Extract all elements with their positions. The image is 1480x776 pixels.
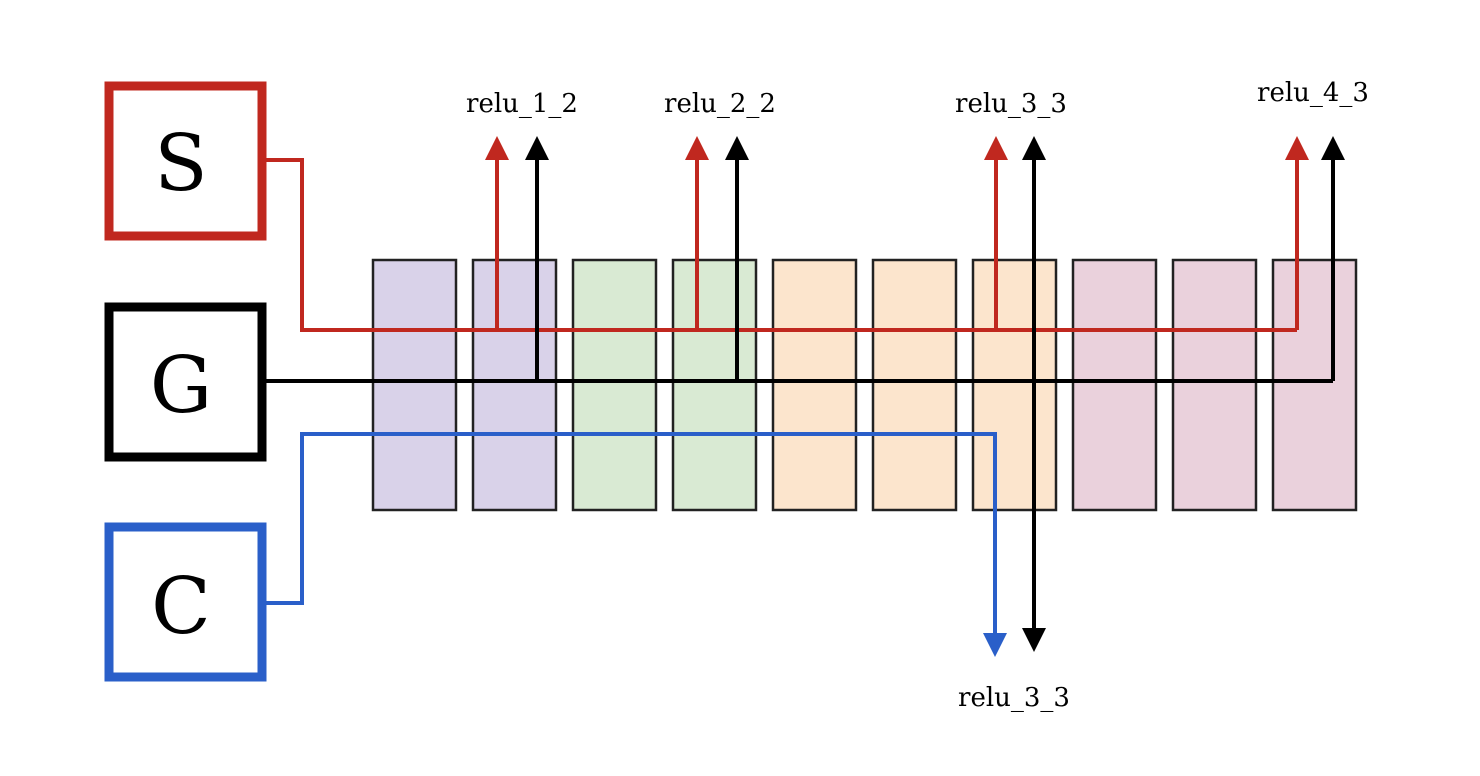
layer-block — [1271, 258, 1358, 512]
layer-block — [1071, 258, 1158, 512]
layer-block — [1171, 258, 1258, 512]
bottom-label-relu-3-3: relu_3_3 — [958, 683, 1070, 713]
content-box — [104, 522, 267, 682]
top-label-relu-1-2: relu_1_2 — [466, 89, 578, 119]
top-label-relu-3-3: relu_3_3 — [955, 89, 1067, 119]
layer-block — [771, 258, 858, 512]
layer-block — [671, 258, 758, 512]
style-feature-lines — [263, 136, 1309, 332]
layer-block — [571, 258, 658, 512]
content-main-line — [263, 432, 1007, 657]
layer-block — [871, 258, 958, 512]
layer-block — [471, 258, 558, 512]
generated-box-letter: G — [150, 341, 212, 431]
style-box-letter: S — [154, 119, 207, 209]
generated-box — [104, 302, 267, 462]
layer-block — [971, 258, 1058, 512]
top-label-relu-2-2: relu_2_2 — [664, 89, 776, 119]
layer-labels: relu_1_2 relu_2_2 relu_3_3 relu_4_3 relu… — [466, 78, 1369, 713]
layer-block — [371, 258, 458, 512]
top-label-relu-4-3: relu_4_3 — [1257, 78, 1369, 108]
generated-feature-lines — [263, 136, 1345, 652]
style-box — [104, 81, 267, 241]
input-boxes: S G C — [104, 81, 267, 682]
style-main-line — [263, 158, 1297, 332]
content-feature-lines — [263, 432, 1007, 657]
content-box-letter: C — [151, 562, 211, 652]
network-layers — [371, 258, 1358, 512]
